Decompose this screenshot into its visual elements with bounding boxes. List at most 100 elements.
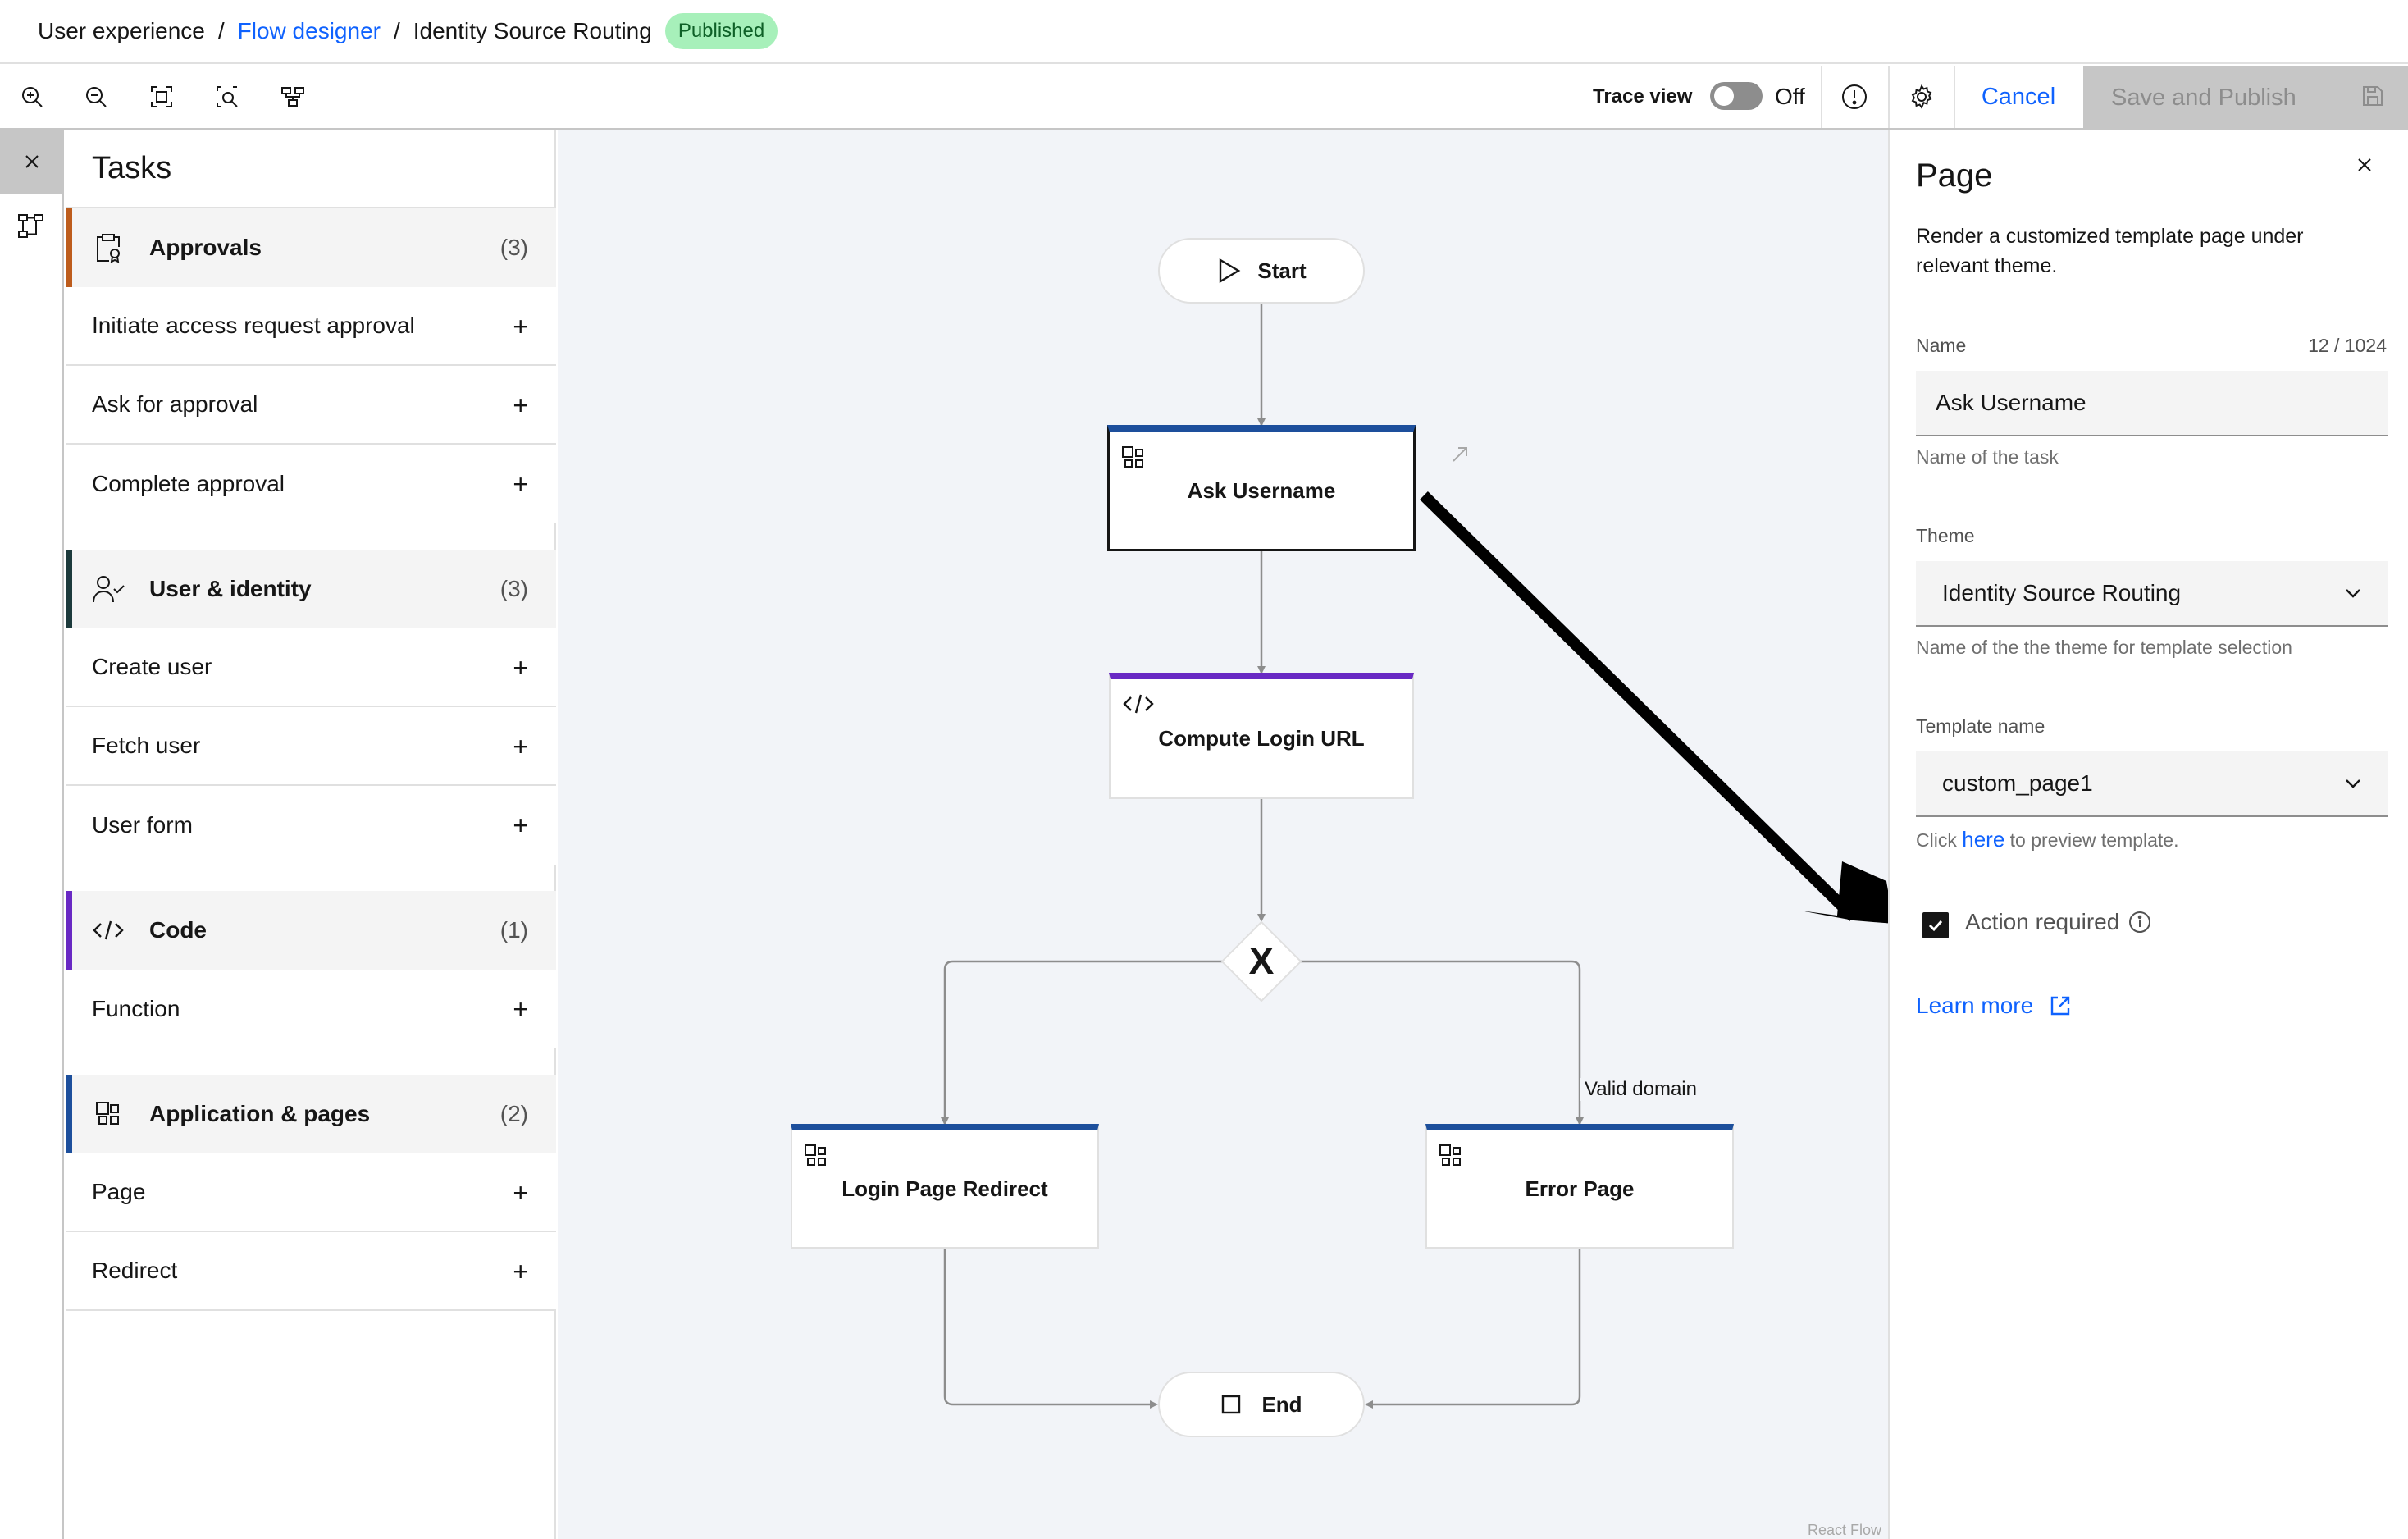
flow-canvas[interactable]: X Start Ask Username Compute Login URL V… [558, 130, 1888, 1539]
clipboard-badge-icon [92, 231, 125, 264]
start-node[interactable]: Start [1158, 238, 1365, 304]
node-login-page-redirect[interactable]: Login Page Redirect [791, 1124, 1099, 1249]
preview-template-link[interactable]: here [1962, 827, 2005, 852]
fit-view-icon [151, 86, 172, 107]
tasks-title: Tasks [66, 130, 554, 208]
code-icon [1122, 692, 1155, 715]
name-field[interactable]: Ask Username [1916, 371, 2388, 436]
zoom-to-selection-button[interactable] [195, 66, 259, 128]
zoom-area-icon [217, 86, 238, 107]
chevron-down-icon [2342, 582, 2364, 604]
flow-tree-button[interactable] [16, 212, 46, 241]
close-tasks-button[interactable] [0, 130, 64, 194]
zoom-out-icon [86, 87, 107, 107]
task-item-complete-approval[interactable]: Complete approval + [66, 445, 556, 523]
template-helper: Click here to preview template. [1916, 827, 2179, 852]
flow-tree-icon [18, 214, 43, 238]
category-count: (3) [499, 235, 528, 260]
settings-button[interactable] [1890, 66, 1954, 128]
edge-gateway-error [1301, 960, 1584, 1126]
task-label: User form [92, 812, 193, 838]
task-item-create-user[interactable]: Create user + [66, 628, 556, 707]
flow-layout-icon [281, 87, 304, 107]
add-icon[interactable]: + [513, 469, 528, 499]
gateway-node[interactable]: X [1220, 920, 1302, 1002]
learn-more-text: Learn more [1916, 993, 2034, 1018]
theme-label: Theme [1916, 525, 1975, 546]
trace-view-state: Off [1775, 84, 1805, 109]
cancel-button[interactable]: Cancel [1981, 83, 2056, 110]
add-icon[interactable]: + [513, 1178, 528, 1208]
theme-select[interactable]: Identity Source Routing [1916, 561, 2388, 627]
react-flow-attribution[interactable]: React Flow [1807, 1522, 1881, 1538]
save-icon [2360, 84, 2385, 108]
add-icon[interactable]: + [513, 994, 528, 1024]
breadcrumb-current-flow: Identity Source Routing [413, 18, 652, 43]
node-ask-username[interactable]: Ask Username [1107, 425, 1416, 551]
breadcrumb-separator: / [217, 18, 225, 43]
status-badge: Published [664, 13, 778, 49]
template-name-select[interactable]: custom_page1 [1916, 751, 2388, 817]
task-item-fetch-user[interactable]: Fetch user + [66, 707, 556, 786]
category-application-pages[interactable]: Application & pages (2) [66, 1075, 556, 1153]
fit-view-button[interactable] [130, 66, 194, 128]
category-approvals[interactable]: Approvals (3) [66, 208, 556, 287]
category-count: (3) [499, 576, 528, 601]
task-label: Ask for approval [92, 391, 258, 417]
auto-layout-button[interactable] [261, 66, 325, 128]
validation-button[interactable] [1822, 66, 1886, 128]
task-item-function[interactable]: Function+ [66, 970, 556, 1048]
canvas-toolbar: Trace view Off Cancel Save and Publish [0, 66, 2408, 130]
save-and-publish-button[interactable]: Save and Publish [2083, 66, 2408, 130]
category-count: (1) [499, 917, 528, 943]
annotation-arrow-head [1800, 861, 1888, 924]
zoom-in-button[interactable] [0, 66, 64, 128]
add-icon[interactable]: + [513, 811, 528, 840]
close-panel-button[interactable] [2354, 154, 2375, 176]
breadcrumb-flow-designer[interactable]: Flow designer [237, 18, 381, 43]
node-compute-login-url[interactable]: Compute Login URL [1109, 673, 1414, 799]
task-item-initiate-access-request-approval[interactable]: Initiate access request approval+ [66, 287, 556, 366]
add-icon[interactable]: + [513, 1257, 528, 1286]
action-required-text: Action required [1965, 909, 2120, 934]
save-and-publish-label: Save and Publish [2111, 84, 2296, 111]
close-icon [25, 155, 39, 168]
task-label: Complete approval [92, 471, 285, 496]
zoom-out-button[interactable] [64, 66, 128, 128]
template-name-label: Template name [1916, 715, 2045, 737]
add-icon[interactable]: + [513, 390, 528, 420]
action-required-checkbox[interactable] [1922, 912, 1949, 938]
end-node[interactable]: End [1158, 1372, 1365, 1437]
add-icon[interactable]: + [513, 653, 528, 683]
warning-icon [1842, 84, 1867, 109]
category-label: Approvals [149, 235, 262, 260]
task-label: Create user [92, 654, 212, 679]
start-label: Start [1257, 258, 1307, 283]
breadcrumb: User experience / Flow designer / Identi… [0, 0, 2408, 64]
breadcrumb-user-experience[interactable]: User experience [38, 18, 205, 43]
node-label: Login Page Redirect [841, 1176, 1048, 1201]
trace-view-toggle[interactable] [1710, 82, 1763, 110]
panel-description: Render a customized template page under … [1916, 225, 2304, 277]
category-user-identity[interactable]: User & identity (3) [66, 550, 556, 628]
category-count: (2) [499, 1101, 528, 1126]
application-icon [804, 1144, 828, 1168]
task-label: Fetch user [92, 733, 201, 758]
add-icon[interactable]: + [513, 732, 528, 761]
user-check-icon [92, 573, 125, 605]
info-icon[interactable] [2128, 910, 2152, 934]
add-icon[interactable]: + [513, 312, 528, 341]
learn-more-link[interactable]: Learn more [1916, 993, 2073, 1019]
task-item-redirect[interactable]: Redirect+ [66, 1232, 556, 1311]
task-item-ask-for-approval[interactable]: Ask for approval + [66, 366, 556, 445]
expand-arrow-icon [1453, 447, 1467, 462]
task-item-page[interactable]: Page+ [66, 1153, 556, 1232]
node-error-page[interactable]: Error Page [1425, 1124, 1734, 1249]
name-label: Name [1916, 335, 1967, 356]
task-item-user-form[interactable]: User form + [66, 786, 556, 865]
application-icon [1439, 1144, 1463, 1168]
category-code[interactable]: Code (1) [66, 891, 556, 970]
edge-login-end [943, 1249, 1158, 1409]
name-value: Ask Username [1936, 390, 2086, 415]
node-label: Compute Login URL [1158, 725, 1365, 751]
